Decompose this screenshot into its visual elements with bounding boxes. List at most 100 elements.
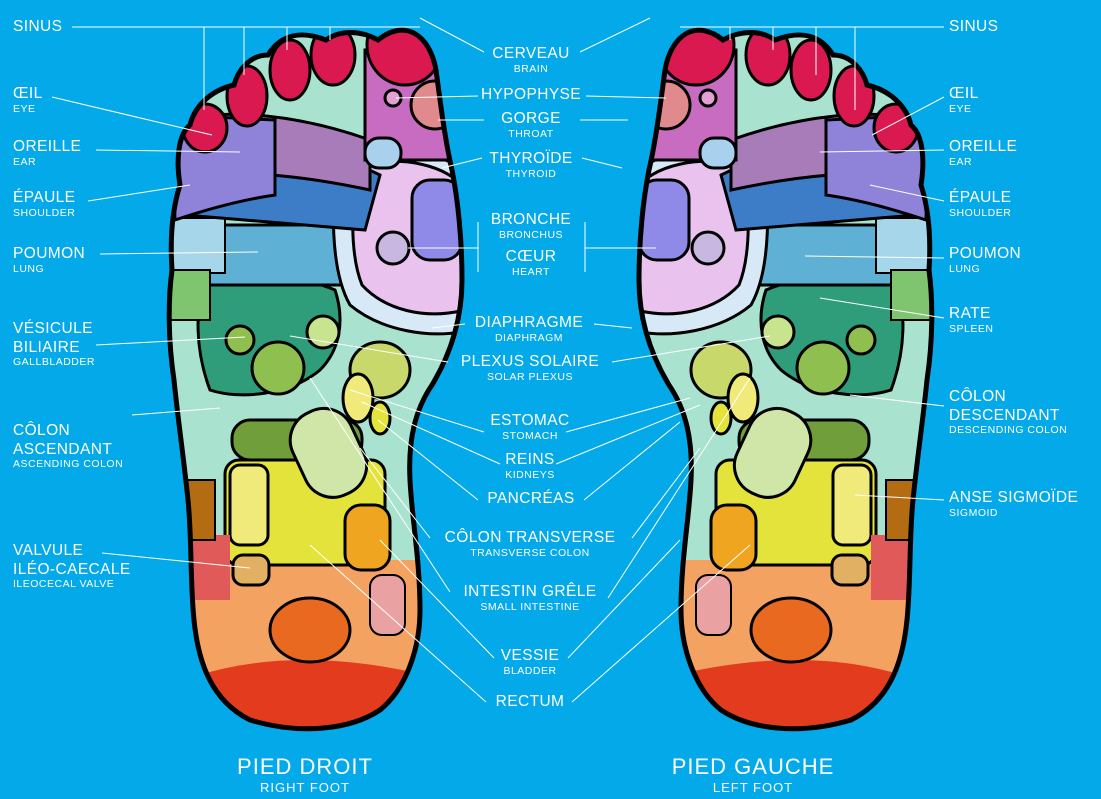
- bladder-pink-zone: [370, 575, 405, 635]
- label-thyroid: THYROÏDE THYROID: [489, 151, 572, 179]
- leader-line: [52, 97, 212, 135]
- label-fr: OREILLE: [13, 139, 81, 155]
- label-diaphragm: DIAPHRAGME DIAPHRAGM: [475, 315, 583, 343]
- label-fr: ANSE SIGMOÏDE: [949, 490, 1078, 506]
- label-fr2: DESCENDANT: [949, 408, 1067, 424]
- label-bladder: VESSIE BLADDER: [501, 648, 559, 676]
- left-foot: [621, 0, 941, 760]
- title-left-foot: PIED GAUCHE LEFT FOOT: [672, 756, 835, 794]
- label-fr: CÔLON: [13, 423, 123, 439]
- leader-line: [566, 398, 690, 432]
- label-transverse-colon: CÔLON TRANSVERSE TRANSVERSE COLON: [445, 530, 616, 558]
- label-fr: POUMON: [949, 246, 1021, 262]
- label-fr: THYROÏDE: [489, 151, 572, 167]
- right-foot: [160, 0, 480, 760]
- label-ear-right: OREILLE EAR: [13, 139, 81, 167]
- bladder-pink-zone: [696, 575, 731, 635]
- label-fr: HYPOPHYSE: [481, 87, 581, 103]
- big-toe: [367, 5, 443, 85]
- label-en: DESCENDING COLON: [949, 425, 1067, 436]
- label-sinus-right: SINUS: [13, 19, 62, 35]
- heel-core-zone: [270, 598, 350, 662]
- label-fr: ŒIL: [13, 86, 43, 102]
- label-en: EYE: [13, 104, 43, 115]
- label-en: BRAIN: [492, 64, 569, 75]
- label-fr: RATE: [949, 306, 993, 322]
- solar-plexus-zone: [797, 342, 849, 394]
- label-en: ILEOCECAL VALVE: [13, 579, 131, 590]
- toe-3: [791, 40, 831, 100]
- leader-line: [584, 422, 680, 500]
- label-en: LUNG: [13, 264, 85, 275]
- label-en: SMALL INTESTINE: [463, 602, 596, 613]
- label-en: THROAT: [501, 129, 561, 140]
- thyroid-zone: [365, 138, 401, 168]
- label-fr: PLEXUS SOLAIRE: [461, 354, 599, 370]
- label-ascending-colon: CÔLON ASCENDANT ASCENDING COLON: [13, 423, 123, 470]
- pituitary-zone: [700, 90, 716, 106]
- label-en: EYE: [949, 104, 979, 115]
- heart-circle-zone: [377, 232, 409, 264]
- label-shoulder-left: ÉPAULE SHOULDER: [949, 190, 1011, 218]
- thyroid-zone: [700, 138, 736, 168]
- label-fr: REINS: [505, 452, 555, 468]
- title-right-foot: PIED DROIT RIGHT FOOT: [237, 756, 373, 794]
- bladder-zone: [711, 505, 756, 570]
- label-ear-left: OREILLE EAR: [949, 139, 1017, 167]
- label-en: SPLEEN: [949, 324, 993, 335]
- label-en: ASCENDING COLON: [13, 459, 123, 470]
- label-bronchus: BRONCHE BRONCHUS: [491, 212, 571, 240]
- bladder-zone: [345, 505, 390, 570]
- leader-line: [594, 324, 632, 328]
- label-fr: ŒIL: [949, 86, 979, 102]
- label-descending-colon: CÔLON DESCENDANT DESCENDING COLON: [949, 389, 1067, 436]
- label-en: SIGMOID: [949, 508, 1078, 519]
- title-en: LEFT FOOT: [672, 781, 835, 794]
- label-fr: INTESTIN GRÊLE: [463, 584, 596, 600]
- label-solar-plexus: PLEXUS SOLAIRE SOLAR PLEXUS: [461, 354, 599, 382]
- label-brain: CERVEAU BRAIN: [492, 46, 569, 74]
- label-en: SHOULDER: [13, 208, 75, 219]
- pancreas-zone: [711, 402, 731, 434]
- big-toe: [658, 5, 734, 85]
- label-fr: OREILLE: [949, 139, 1017, 155]
- label-fr: RECTUM: [496, 694, 565, 710]
- label-fr: ÉPAULE: [949, 190, 1011, 206]
- label-rectum: RECTUM: [496, 694, 565, 710]
- solar-plexus-zone: [252, 342, 304, 394]
- side-red-zone: [871, 535, 941, 600]
- label-fr: POUMON: [13, 246, 85, 262]
- label-throat: GORGE THROAT: [501, 111, 561, 139]
- leader-line: [582, 158, 622, 168]
- solar-small-zone: [762, 316, 794, 348]
- label-pancreas: PANCRÉAS: [487, 491, 574, 507]
- label-en: GALLBLADDER: [13, 357, 95, 368]
- label-fr2: ASCENDANT: [13, 442, 123, 458]
- label-fr: DIAPHRAGME: [475, 315, 583, 331]
- label-sigmoid: ANSE SIGMOÏDE SIGMOID: [949, 490, 1078, 518]
- title-en: RIGHT FOOT: [237, 781, 373, 794]
- valve-zone: [233, 555, 269, 585]
- label-fr: SINUS: [13, 19, 62, 35]
- label-pituitary: HYPOPHYSE: [481, 87, 581, 103]
- leader-line: [580, 18, 650, 52]
- ileocecal-zone: [160, 535, 230, 600]
- label-lung-right: POUMON LUNG: [13, 246, 85, 274]
- label-small-intestine: INTESTIN GRÊLE SMALL INTESTINE: [463, 584, 596, 612]
- label-stomach: ESTOMAC STOMACH: [490, 413, 569, 441]
- kidney-zone: [343, 374, 373, 422]
- solar-side-zone: [847, 326, 875, 354]
- label-lung-left: POUMON LUNG: [949, 246, 1021, 274]
- label-eye-left: ŒIL EYE: [949, 86, 979, 114]
- label-sinus-left: SINUS: [949, 19, 998, 35]
- label-fr: ESTOMAC: [490, 413, 569, 429]
- label-fr: CŒUR: [506, 249, 557, 265]
- title-fr: PIED GAUCHE: [672, 756, 835, 778]
- leader-line: [556, 405, 700, 464]
- side-small-zone: [832, 555, 868, 585]
- label-eye-right: ŒIL EYE: [13, 86, 43, 114]
- throat-zone: [642, 81, 690, 129]
- kidney-zone: [728, 374, 758, 422]
- label-kidneys: REINS KIDNEYS: [505, 452, 555, 480]
